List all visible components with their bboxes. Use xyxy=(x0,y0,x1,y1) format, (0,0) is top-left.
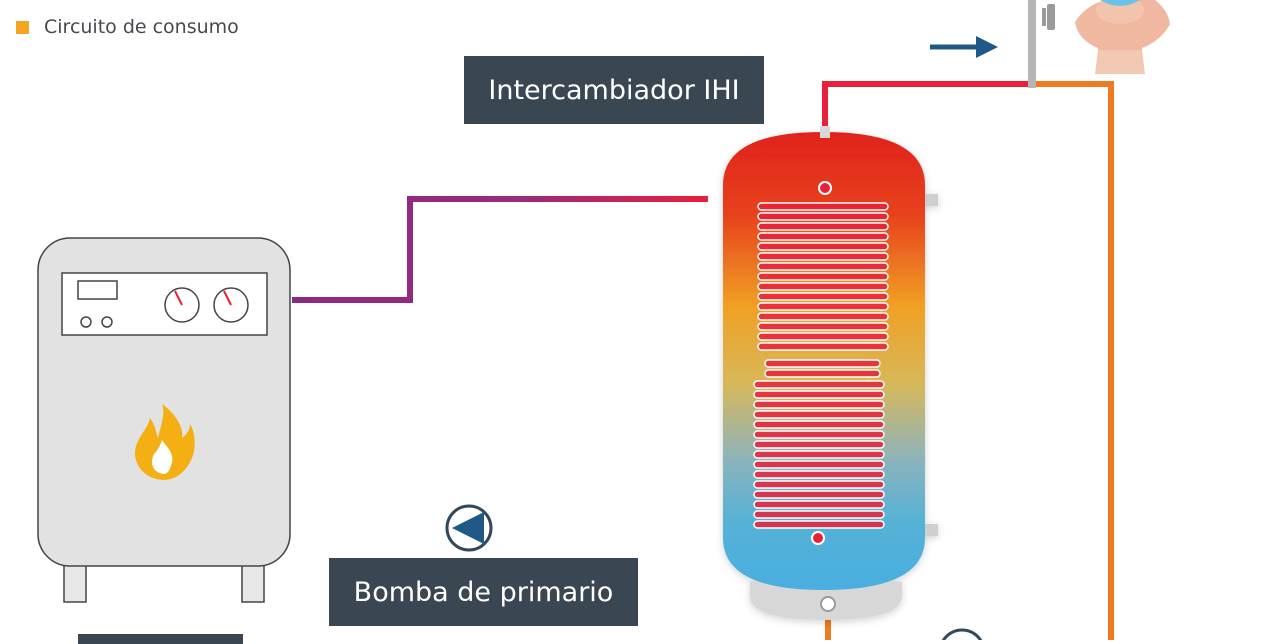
label-intercambiador: Intercambiador IHI xyxy=(464,56,764,124)
label-partial xyxy=(78,634,243,644)
arrow-right-icon xyxy=(930,36,998,58)
coil-loop xyxy=(757,242,889,251)
coil-outlet xyxy=(818,181,832,195)
hot-outlet-stub xyxy=(820,126,830,138)
heat-exchanger-coil xyxy=(753,202,889,529)
primary-supply-pipe xyxy=(292,196,708,303)
legend: Circuito de consumo xyxy=(16,16,239,38)
label-bomba: Bomba de primario xyxy=(329,558,638,626)
coil-inlet xyxy=(811,531,825,545)
coil-loop xyxy=(764,359,881,368)
coil-loop xyxy=(753,450,885,459)
tank-drain xyxy=(820,596,836,612)
legend-swatch-consumo xyxy=(16,20,29,34)
coil-loop xyxy=(753,470,885,479)
coil-loop xyxy=(757,262,889,271)
label-intercambiador-text: Intercambiador IHI xyxy=(488,74,740,106)
shower-icon xyxy=(1028,0,1055,88)
coil-loop xyxy=(753,480,885,489)
coil-loop xyxy=(757,252,889,261)
pump-icon-partial xyxy=(941,628,983,640)
coil-loop xyxy=(753,430,885,439)
person-icon xyxy=(1075,0,1170,74)
flame-icon xyxy=(135,404,195,480)
pump-icon xyxy=(445,504,493,552)
coil-loop xyxy=(757,332,889,341)
coil-loop xyxy=(753,490,885,499)
coil-loop xyxy=(757,292,889,301)
boiler-icon xyxy=(37,237,291,603)
legend-label-consumo: Circuito de consumo xyxy=(44,16,239,38)
coil-loop xyxy=(757,342,889,351)
coil-loop xyxy=(764,369,881,378)
coil-loop xyxy=(753,420,885,429)
coil-loop xyxy=(753,390,885,399)
coil-loop xyxy=(753,400,885,409)
coil-loop xyxy=(753,460,885,469)
coil-loop xyxy=(757,202,889,211)
coil-loop xyxy=(757,312,889,321)
coil-loop xyxy=(753,500,885,509)
coil-loop xyxy=(757,302,889,311)
coil-loop xyxy=(757,222,889,231)
coil-loop xyxy=(753,510,885,519)
coil-loop xyxy=(757,232,889,241)
coil-loop xyxy=(753,380,885,389)
coil-loop xyxy=(753,410,885,419)
label-bomba-text: Bomba de primario xyxy=(353,576,614,608)
coil-loop xyxy=(753,520,885,529)
coil-loop xyxy=(757,212,889,221)
coil-loop xyxy=(757,322,889,331)
coil-loop xyxy=(757,272,889,281)
coil-loop xyxy=(757,282,889,291)
coil-loop xyxy=(753,440,885,449)
